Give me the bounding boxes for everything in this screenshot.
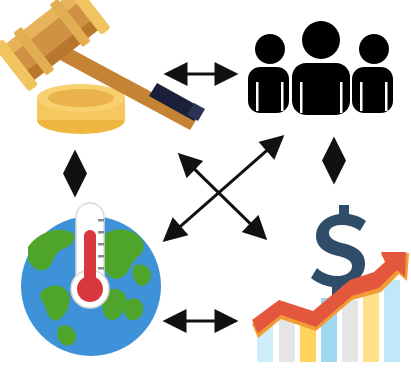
growth-chart-dollar-icon bbox=[252, 205, 409, 362]
gavel-icon bbox=[0, 0, 205, 134]
law-economy-arrow bbox=[177, 152, 268, 241]
society-climate-arrow bbox=[162, 135, 285, 242]
globe-thermometer-icon bbox=[21, 202, 161, 356]
people-group-icon bbox=[248, 21, 393, 115]
connection-arrows bbox=[63, 62, 346, 333]
